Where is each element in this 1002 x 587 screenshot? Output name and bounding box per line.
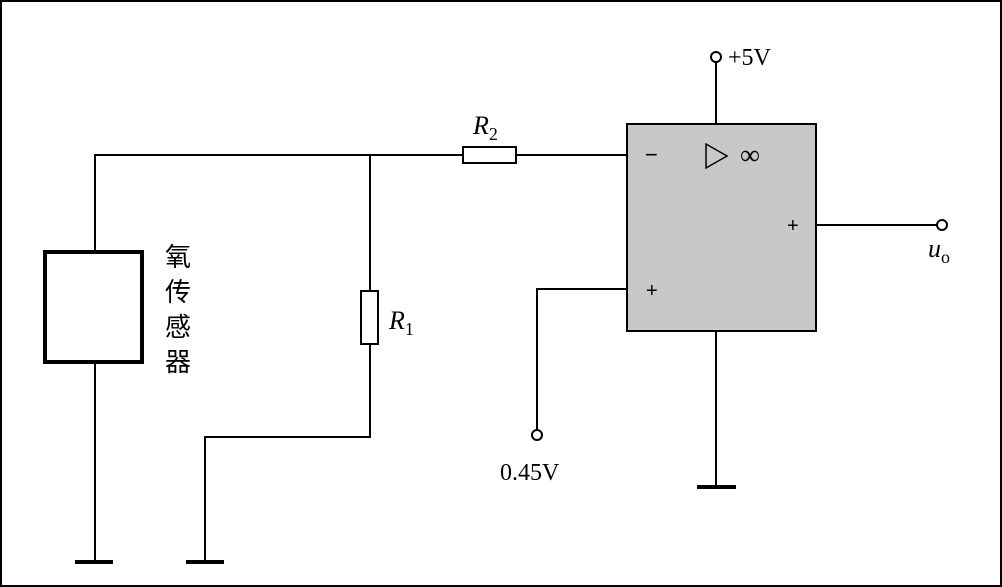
sensor-label-char-2: 传 (165, 277, 191, 307)
oxygen-sensor: 氧 传 感 器 (43, 154, 370, 564)
r1-letter: R (388, 306, 405, 335)
sensor-box (43, 250, 144, 364)
sensor-label-char-4: 器 (165, 347, 191, 377)
noninverting-input-sign: + (646, 280, 658, 302)
sensor-label-char-1: 氧 (165, 242, 191, 272)
r1-body (360, 290, 379, 345)
r2-subscript: 2 (489, 124, 498, 144)
r2-letter: R (472, 111, 489, 140)
resistor-r2: R2 (370, 111, 627, 164)
supply-label: +5V (728, 45, 772, 71)
reference-input: 0.45V (500, 288, 627, 486)
reference-terminal (531, 429, 543, 441)
r1-ground-wire (204, 344, 371, 562)
gain-infinity-symbol: ∞ (740, 140, 760, 171)
output: uo (816, 219, 950, 267)
output-terminal (936, 219, 948, 231)
amplifier-triangle-icon (705, 142, 729, 170)
resistor-r1: R1 (186, 155, 414, 564)
supply-terminal (710, 51, 722, 63)
r2-label: R2 (472, 111, 498, 144)
r2-body (462, 146, 517, 164)
sensor-label-char-3: 感 (165, 312, 191, 342)
inverting-input-sign: − (645, 142, 658, 167)
reference-label: 0.45V (500, 460, 560, 486)
sensor-top-wire (94, 154, 370, 252)
output-letter: u (928, 234, 941, 263)
op-amp: +5V − ∞ + + (626, 45, 817, 489)
reference-wire (536, 288, 627, 430)
r1-label: R1 (388, 306, 414, 339)
r1-subscript: 1 (405, 319, 414, 339)
output-subscript: o (941, 247, 950, 267)
output-label: uo (928, 234, 950, 267)
output-sign: + (787, 215, 799, 237)
